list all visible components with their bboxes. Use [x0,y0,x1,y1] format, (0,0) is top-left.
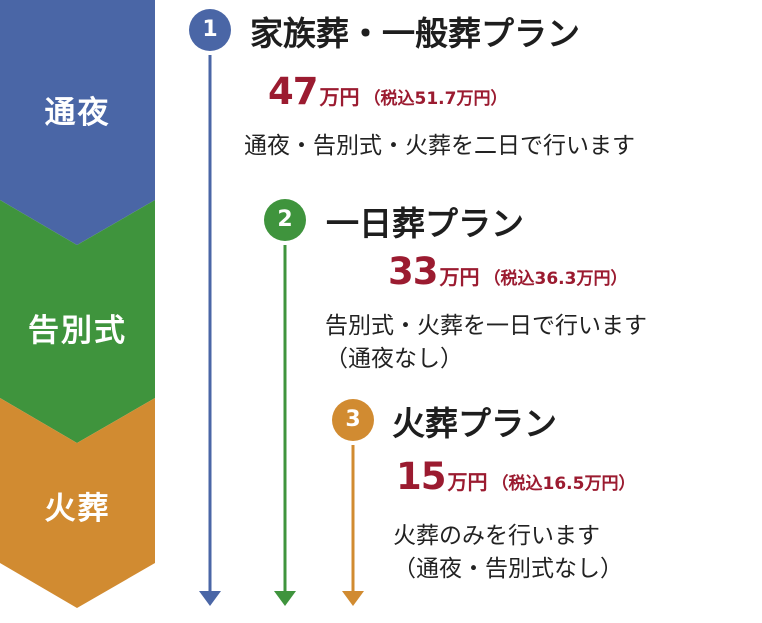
plan-1-arrowhead-icon [199,591,221,606]
plan-2-title: 一日葬プラン [326,204,524,243]
plan-3-title: 火葬プラン [392,404,557,443]
plan-2-price-tax: （税込36.3万円） [483,269,628,289]
stage-shape-ceremony [0,200,155,443]
plan-1-title: 家族葬・一般葬プラン [250,14,580,53]
plan-2-arrowhead-icon [274,591,296,606]
plan-2-description-note: （通夜なし） [325,346,463,372]
plan-3-arrowhead-icon [342,591,364,606]
stage-label-wake: 通夜 [44,95,111,131]
plan-3-price-unit: 万円 [447,470,488,494]
plan-2-description: 告別式・火葬を一日で行います （通夜なし） [325,310,647,376]
plan-1-price-tax: （税込51.7万円） [363,89,508,109]
stage-label-ceremony: 告別式 [28,313,127,349]
stage-label-cremation: 火葬 [44,491,111,527]
plan-3-price-tax: （税込16.5万円） [491,474,636,494]
plan-3-number-badge: 3 [332,399,374,441]
plan-2-number-badge: 2 [264,199,306,241]
plan-2-price-unit: 万円 [439,265,480,289]
plan-1-price-value: 47 [268,70,318,113]
plan-1-number-badge: 1 [189,9,231,51]
plan-1-description: 通夜・告別式・火葬を二日で行います [244,130,635,163]
plan-3-description-note: （通夜・告別式なし） [393,556,623,582]
stage-shape-wake [0,0,155,245]
plan-3-price-value: 15 [396,455,446,498]
plan-2-price-value: 33 [388,250,438,293]
plan-3-description: 火葬のみを行います （通夜・告別式なし） [393,520,623,586]
plan-3-description-line: 火葬のみを行います [393,523,600,549]
plan-1-description-line: 通夜・告別式・火葬を二日で行います [244,133,635,159]
plan-2-description-line: 告別式・火葬を一日で行います [325,313,647,339]
plan-1-price-unit: 万円 [319,85,360,109]
stage-shape-cremation [0,398,155,608]
